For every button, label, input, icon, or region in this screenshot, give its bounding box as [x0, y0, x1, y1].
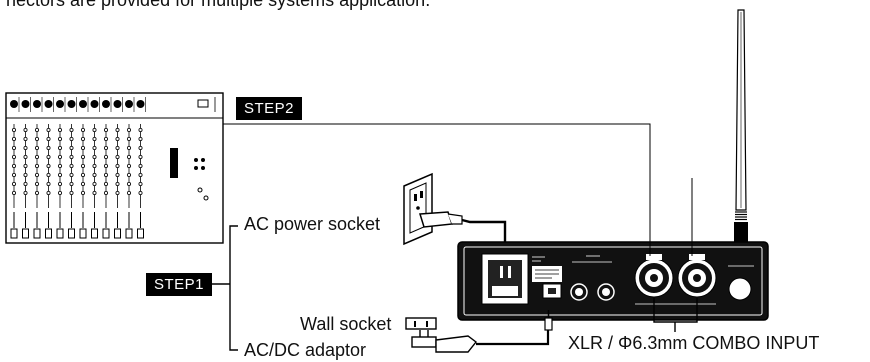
ac-dc-adaptor-icon: [411, 330, 477, 353]
receiver-rear-panel: [457, 241, 769, 321]
ac-power-cable: [461, 218, 507, 252]
intro-text: nectors are provided for multiple system…: [6, 0, 431, 10]
wall-socket-label: Wall socket: [300, 314, 392, 334]
adaptor-cable: [476, 330, 550, 346]
antenna-icon: [734, 9, 748, 242]
step1-badge: STEP1: [146, 273, 213, 296]
ac-dc-adaptor-label: AC/DC adaptor: [244, 340, 367, 360]
ac-power-socket-label: AC power socket: [244, 214, 381, 234]
combo-input-bracket: [653, 298, 698, 332]
wall-socket-icon: [405, 317, 437, 330]
ac-power-plug-icon: [419, 211, 463, 228]
wall-outlet-icon: [403, 172, 433, 246]
step1-bracket: [210, 225, 238, 351]
step2-badge: STEP2: [236, 97, 303, 120]
signal-cable-step2: [223, 123, 651, 256]
dc-plug-icon: [544, 310, 553, 331]
combo-input-label: XLR / Φ6.3mm COMBO INPUT: [568, 333, 820, 353]
mixer-console: [5, 92, 224, 244]
